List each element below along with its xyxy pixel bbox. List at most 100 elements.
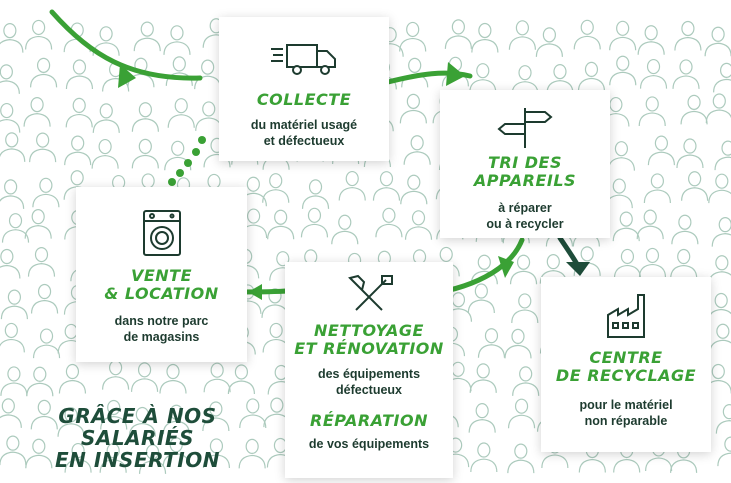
person-outline	[638, 96, 666, 126]
person-outline	[470, 442, 498, 473]
person-outline	[715, 404, 731, 434]
person-outline	[25, 438, 53, 469]
person-outline	[468, 403, 496, 433]
person-outline	[29, 132, 57, 163]
arrow-head-3	[498, 256, 514, 278]
person-outline	[612, 211, 640, 242]
person-outline	[704, 26, 731, 57]
person-outline	[400, 174, 428, 205]
washing-machine-icon	[142, 210, 181, 256]
person-outline	[65, 97, 93, 128]
person-outline	[338, 170, 366, 201]
person-outline	[573, 19, 601, 50]
person-outline	[64, 442, 92, 473]
person-outline	[636, 209, 664, 240]
person-outline	[91, 138, 119, 169]
person-outline	[609, 20, 637, 51]
person-outline	[32, 177, 60, 208]
person-outline	[0, 289, 29, 320]
person-outline	[65, 59, 94, 90]
person-outline	[128, 406, 156, 437]
person-outline	[227, 364, 256, 394]
person-outline	[676, 138, 704, 169]
person-outline	[58, 363, 87, 394]
nettoyage-desc-line1: des équipements	[317, 367, 421, 381]
person-outline	[681, 171, 709, 201]
person-outline	[195, 101, 223, 131]
person-outline	[131, 102, 159, 132]
person-outline	[202, 401, 230, 431]
tri-title-line2: APPAREILS	[473, 171, 577, 190]
person-outline	[0, 179, 25, 209]
person-outline	[375, 207, 403, 238]
person-outline	[705, 93, 731, 124]
person-outline	[0, 398, 22, 428]
person-outline	[0, 248, 21, 279]
person-outline	[29, 57, 58, 88]
person-outline	[444, 19, 472, 49]
person-outline	[102, 360, 130, 390]
person-outline	[203, 362, 231, 393]
person-outline	[508, 20, 537, 50]
person-outline	[0, 366, 28, 396]
person-outline	[609, 55, 637, 86]
person-outline	[138, 444, 167, 474]
person-outline	[57, 407, 85, 437]
person-outline	[331, 214, 359, 245]
collecte-desc-line1: du matériel usagé	[250, 118, 358, 132]
person-outline	[504, 328, 532, 359]
tagline-line3: EN INSERTION	[55, 448, 220, 472]
person-outline	[477, 328, 506, 358]
recycle-arrow-line	[557, 235, 581, 269]
person-outline	[267, 209, 295, 240]
arrow-head-4	[248, 284, 262, 300]
dotted-line	[168, 136, 206, 186]
person-outline	[133, 21, 161, 52]
collecte-title: COLLECTE	[256, 90, 352, 109]
tagline-line2: SALARIÉS	[80, 426, 194, 450]
person-outline	[23, 97, 51, 127]
person-outline	[92, 103, 120, 133]
recyclage-desc-line2: non réparable	[584, 414, 668, 428]
arrow-head-1	[118, 64, 136, 88]
person-outline	[0, 132, 26, 162]
person-outline	[163, 25, 191, 55]
person-outline	[131, 138, 159, 169]
person-outline	[162, 404, 190, 435]
person-outline	[25, 19, 53, 50]
person-outline	[30, 399, 58, 430]
person-outline	[0, 435, 27, 466]
tri-title-line1: TRI DES	[488, 153, 562, 172]
person-outline	[1, 213, 30, 243]
person-outline	[32, 328, 61, 359]
person-outline	[399, 21, 427, 52]
recycle-arrow-head	[566, 262, 590, 276]
person-outline	[717, 436, 731, 467]
person-outline	[64, 135, 92, 166]
vente-desc-line2: de magasins	[123, 330, 200, 344]
person-outline	[26, 366, 54, 397]
person-outline	[0, 23, 24, 53]
person-outline	[709, 323, 731, 354]
card-vente: VENTE & LOCATION dans notre parc de maga…	[76, 187, 247, 362]
person-outline	[638, 247, 667, 278]
vente-title-line2: & LOCATION	[104, 284, 219, 303]
person-outline	[471, 22, 499, 53]
person-outline	[403, 135, 431, 165]
person-outline	[301, 179, 330, 209]
person-outline	[708, 255, 731, 285]
nettoyage-desc-line2: défectueux	[336, 383, 402, 397]
person-outline	[30, 283, 59, 314]
person-outline	[372, 171, 401, 201]
person-outline	[509, 254, 538, 285]
nettoyage-title-line2: ET RÉNOVATION	[294, 339, 444, 358]
person-outline	[577, 61, 606, 92]
person-outline	[707, 292, 731, 323]
reparation-title: RÉPARATION	[310, 411, 428, 430]
person-outline	[399, 93, 427, 124]
card-nettoyage: NETTOYAGE ET RÉNOVATION des équipements …	[285, 262, 453, 478]
flow-arrow-line	[49, 9, 525, 298]
person-outline	[546, 64, 574, 94]
person-outline	[674, 20, 702, 51]
nettoyage-title-line1: NETTOYAGE	[314, 321, 424, 340]
